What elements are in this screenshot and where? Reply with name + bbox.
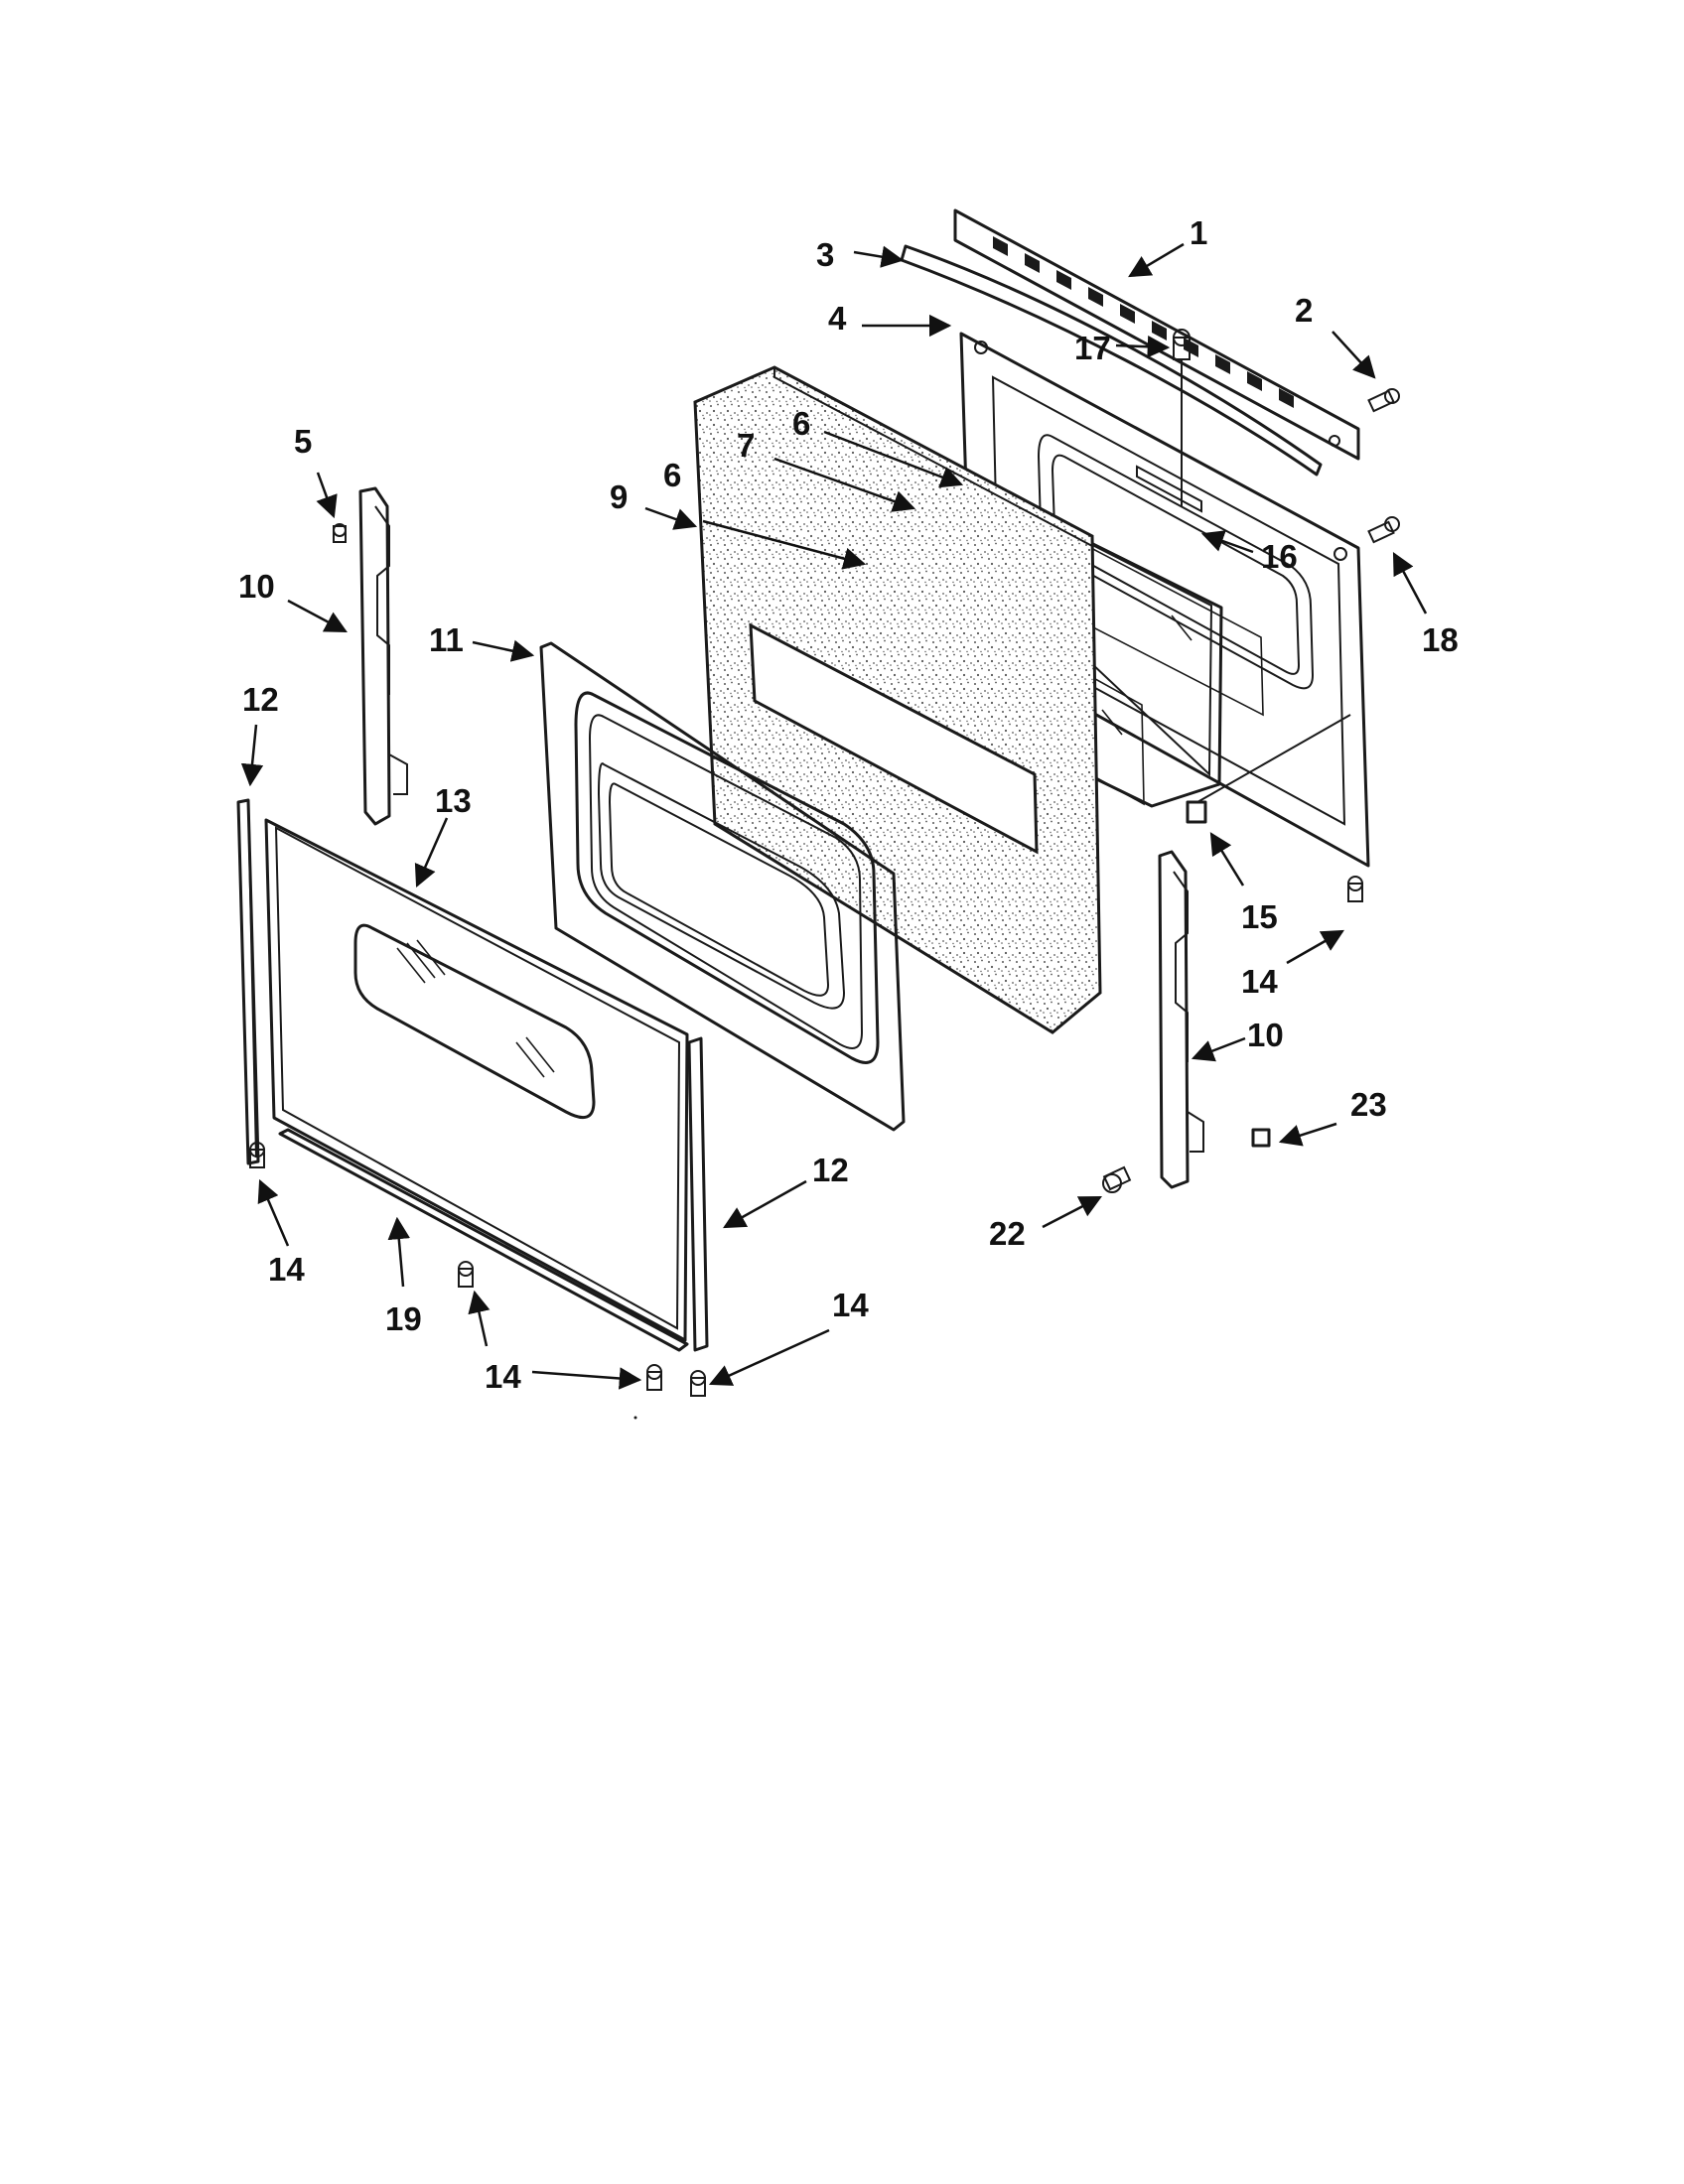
callout-part-2: 2	[1295, 292, 1313, 329]
callout-part-14-right: 14	[1241, 963, 1278, 1000]
part-15-clip	[1186, 714, 1351, 824]
callout-part-15: 15	[1241, 898, 1278, 935]
part-10-left-hinge	[358, 486, 408, 826]
callout-part-12-right: 12	[812, 1152, 849, 1188]
callout-part-6-lower: 6	[663, 457, 681, 493]
callout-part-22: 22	[989, 1215, 1026, 1252]
part-13-outer-door	[264, 818, 689, 1342]
part-14-screw-bottom-b	[690, 1370, 706, 1397]
callout-part-3: 3	[816, 236, 834, 273]
part-23-clip	[1251, 1128, 1271, 1148]
callout-part-14-left: 14	[268, 1251, 305, 1288]
part-11-door-liner	[539, 641, 906, 1132]
leader-lines	[240, 242, 1428, 1390]
part-14-screw-middle	[458, 1261, 474, 1288]
callout-part-6-upper: 6	[792, 405, 810, 442]
callout-part-4: 4	[828, 300, 847, 337]
part-12-right-trim	[687, 1036, 709, 1352]
callout-part-13: 13	[435, 782, 472, 819]
callout-part-12-left: 12	[242, 681, 279, 718]
part-14-screw-right-top	[1347, 876, 1363, 902]
part-9-insulation	[693, 365, 1102, 1034]
callout-part-16: 16	[1261, 538, 1298, 575]
callout-numbers: 1 2 3 4 17 5 6 7 9 6 16 18 10 11 12 13 1…	[238, 214, 1459, 1395]
callout-part-5: 5	[294, 423, 312, 460]
callout-part-23: 23	[1350, 1086, 1387, 1123]
callout-part-1: 1	[1190, 214, 1207, 251]
part-14-screw-bottom-a	[646, 1364, 662, 1391]
callout-part-18: 18	[1422, 621, 1459, 658]
part-10-right-hinge	[1158, 850, 1204, 1189]
stray-dot	[633, 1416, 637, 1420]
callout-part-14-lower-right: 14	[832, 1287, 869, 1323]
part-14-screw-left	[249, 1142, 265, 1168]
callout-part-9: 9	[610, 478, 628, 515]
callout-part-11: 11	[429, 621, 464, 658]
part-19-bottom-trim	[278, 1128, 689, 1352]
part-22-screw	[1102, 1165, 1132, 1193]
part-12-left-trim	[236, 798, 260, 1165]
callout-part-17: 17	[1074, 330, 1111, 366]
callout-part-10-left: 10	[238, 568, 275, 605]
part-17-screw	[1173, 329, 1191, 506]
part-3-handle	[900, 244, 1323, 477]
part-2-screw	[1367, 388, 1400, 413]
part-1-vent-trim	[953, 208, 1360, 461]
part-5-screw	[333, 523, 347, 543]
part-18-screw	[1367, 516, 1400, 544]
callout-part-10-right: 10	[1247, 1017, 1284, 1053]
callout-part-14-bottom: 14	[485, 1358, 521, 1395]
callout-part-19: 19	[385, 1300, 422, 1337]
part-16-clip	[1136, 465, 1202, 513]
callout-part-7: 7	[737, 427, 755, 464]
